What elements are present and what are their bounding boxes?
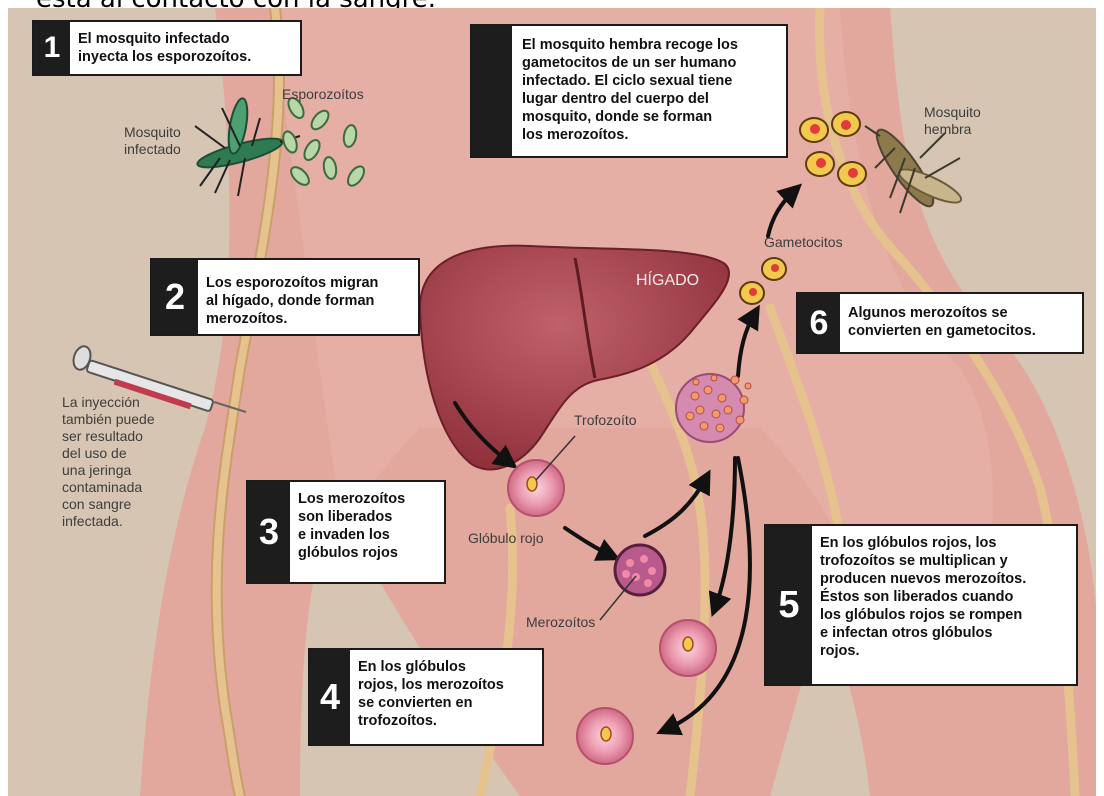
label-mosquito-hembra: Mosquito hembra [924, 104, 981, 138]
step-1-text: El mosquito infectado inyecta los esporo… [70, 22, 259, 74]
step-5-text: En los glóbulos rojos, los trofozoítos s… [812, 526, 1034, 684]
step-6-box: 6 Algunos merozoítos se convierten en ga… [796, 292, 1084, 354]
step-3-text: Los merozoítos son liberados e invaden l… [290, 482, 413, 582]
step-5-box: 5 En los glóbulos rojos, los trofozoítos… [764, 524, 1078, 686]
step-2-number: 2 [152, 260, 198, 334]
label-inyeccion: La inyección también puede ser resultado… [62, 394, 155, 530]
label-mosquito-infectado: Mosquito infectado [124, 124, 181, 158]
step-1-box: 1 El mosquito infectado inyecta los espo… [32, 20, 302, 76]
label-higado: HÍGADO [636, 272, 699, 289]
label-merozoitos: Merozoítos [526, 614, 595, 631]
step-3-box: 3 Los merozoítos son liberados e invaden… [246, 480, 446, 584]
step-7-text: El mosquito hembra recoge los gametocito… [512, 26, 746, 156]
label-trofozoito: Trofozoíto [574, 412, 637, 429]
label-gametocitos: Gametocitos [764, 234, 843, 251]
step-2-box: 2 Los esporozoítos migran al hígado, don… [150, 258, 420, 336]
step-5-number: 5 [766, 526, 812, 684]
step-4-text: En los glóbulos rojos, los merozoítos se… [350, 650, 512, 744]
step-4-number: 4 [310, 650, 350, 744]
step-2-text: Los esporozoítos migran al hígado, donde… [198, 260, 386, 334]
step-7-number [472, 26, 512, 156]
step-7-box: El mosquito hembra recoge los gametocito… [470, 24, 788, 158]
step-6-number: 6 [798, 294, 840, 352]
infected-cell-merozoites [615, 545, 665, 595]
step-3-number: 3 [248, 482, 290, 582]
step-1-number: 1 [34, 22, 70, 74]
step-4-box: 4 En los glóbulos rojos, los merozoítos … [308, 648, 544, 746]
label-globulo-rojo: Glóbulo rojo [468, 530, 544, 547]
step-6-text: Algunos merozoítos se convierten en game… [840, 294, 1044, 352]
label-esporozoitos: Esporozoítos [282, 86, 364, 103]
